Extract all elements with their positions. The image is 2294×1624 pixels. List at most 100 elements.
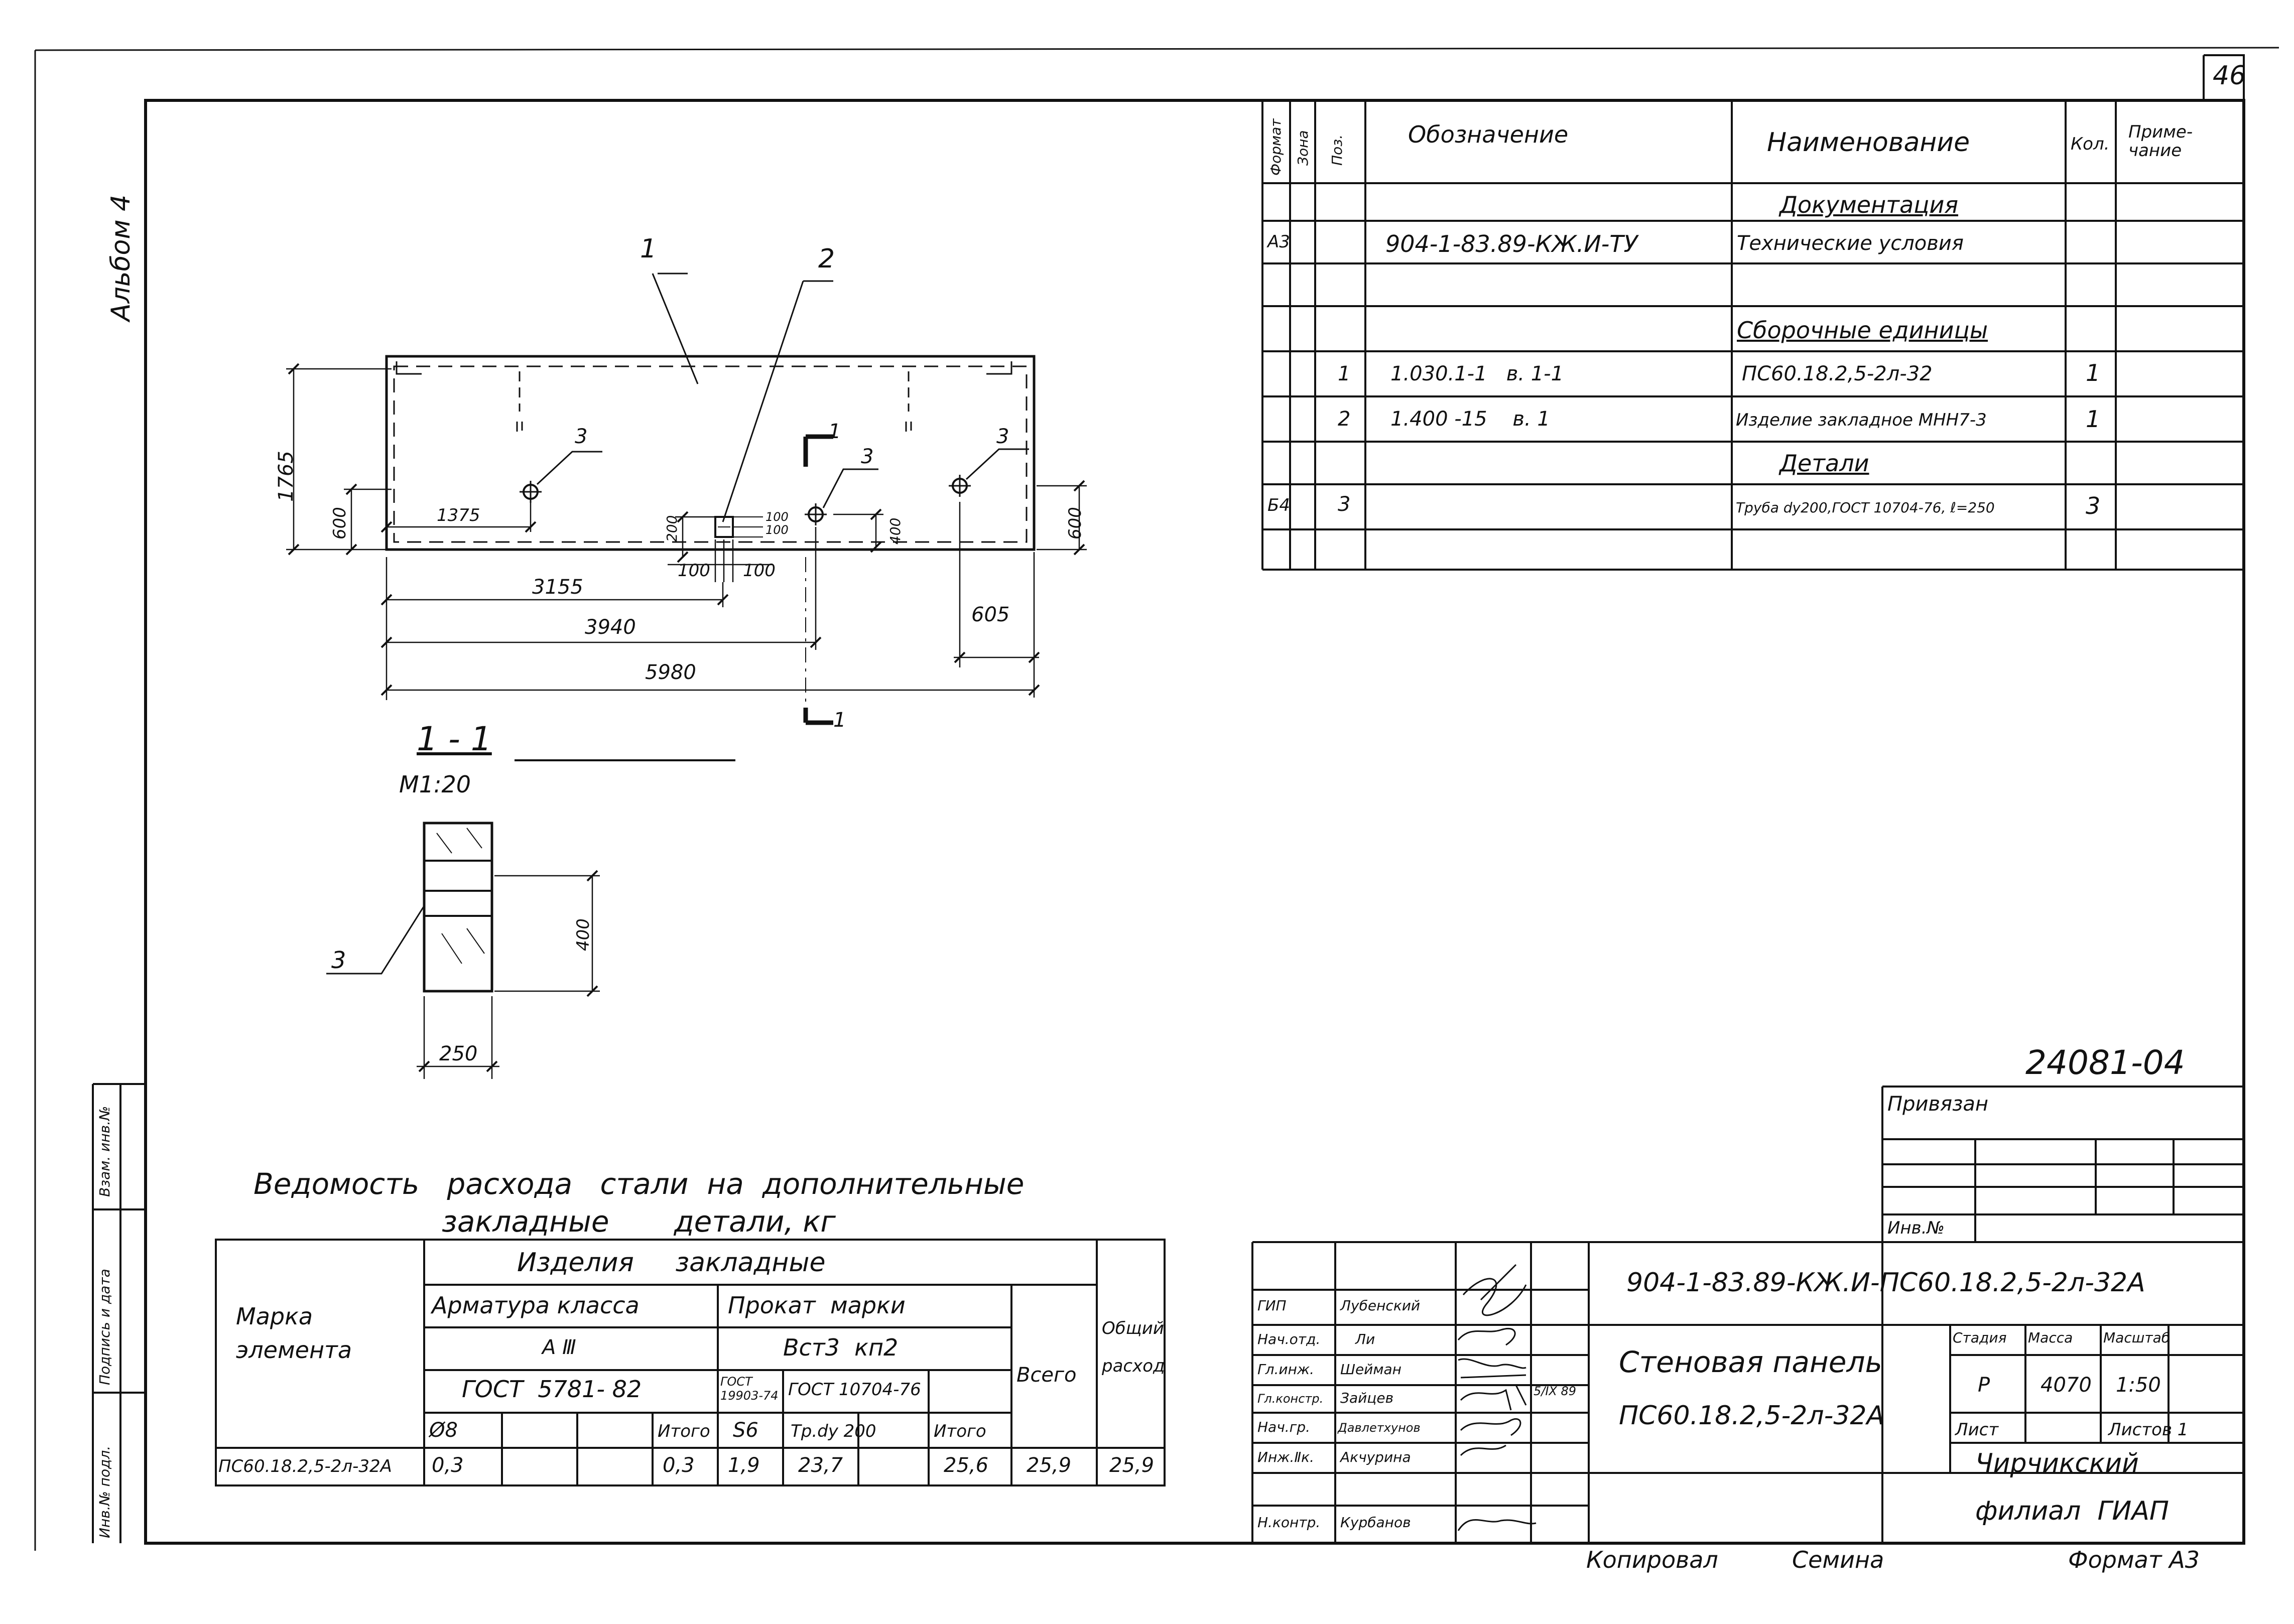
tb-sheets: Листов 1 (2108, 1420, 2189, 1440)
spec-row-5-qty: 1 (2086, 405, 2101, 433)
steel-header-d8: Ø8 (429, 1419, 458, 1442)
tb-stage: Р (1978, 1374, 1990, 1397)
tb-name-1: Ли (1355, 1331, 1375, 1347)
sheet-number: 46 (2213, 61, 2246, 91)
tb-role-5: Инж.Ⅱк. (1257, 1449, 1314, 1465)
spec-row-1-name: Технические условия (1737, 232, 1964, 255)
dim-3155: 3155 (532, 576, 583, 599)
spec-row-7-qty: 3 (2086, 492, 2101, 519)
spec-header-zone: Зона (1295, 130, 1311, 166)
steel-header-rebar: Арматура класса (432, 1292, 640, 1319)
spec-row-4-designation: 1.030.1-1 в. 1-1 (1390, 362, 1564, 385)
tb-sheet: Лист (1955, 1420, 1999, 1440)
archive-number: 24081-04 (2025, 1043, 2185, 1082)
section-title: 1 - 1 (417, 720, 492, 758)
spec-row-5-name: Изделие закладное МНН7-3 (1736, 410, 1987, 430)
steel-header-itogo1: Итого (658, 1421, 710, 1441)
spec-header-format: Формат (1267, 118, 1284, 176)
section-dim-400: 400 (573, 918, 593, 951)
tb-copied-label: Копировал (1586, 1546, 1718, 1573)
tb-role-0: ГИП (1257, 1297, 1287, 1314)
tb-role-2: Гл.инж. (1257, 1361, 1315, 1378)
tb-name-4: Давлетхунов (1338, 1421, 1421, 1435)
spec-row-6-name: Детали (1779, 450, 1869, 477)
steel-row-d8: 0,3 (432, 1454, 464, 1477)
steel-header-general: Общий расход (1102, 1318, 1165, 1376)
dim-1375: 1375 (437, 505, 480, 525)
dim-1765: 1765 (275, 451, 298, 502)
steel-title-line1: Ведомость расхода стали на дополнительны… (253, 1167, 1025, 1201)
section-dim-250: 250 (439, 1042, 478, 1065)
tb-h-scale: Масштаб (2103, 1329, 2171, 1346)
steel-header-gost-pipe: ГОСТ 10704-76 (788, 1380, 921, 1400)
dim-600-right: 600 (1065, 507, 1085, 539)
steel-header-rolled-grade: Вст3 кп2 (783, 1334, 899, 1361)
plan-callout-3b: 3 (861, 445, 874, 468)
spec-row-3-name: Сборочные единицы (1737, 317, 1988, 344)
spec-row-7-pos: 3 (1338, 493, 1351, 516)
dim-100-d: 100 (743, 561, 776, 581)
dim-100-b: 100 (766, 523, 789, 537)
margin-vzam: Взам. инв.№ (96, 1106, 113, 1197)
dim-5980: 5980 (645, 661, 696, 684)
tb-org-line1: Чирчикский (1975, 1448, 2139, 1478)
spec-row-4-qty: 1 (2086, 359, 2101, 386)
steel-header-total: Всего (1016, 1364, 1077, 1387)
dim-400-plan: 400 (887, 517, 904, 545)
steel-header-itogo2: Итого (934, 1421, 986, 1441)
spec-header-pos: Поз. (1329, 134, 1345, 166)
spec-row-5-designation: 1.400 -15 в. 1 (1390, 408, 1550, 431)
tb-name-line1: Стеновая панель (1619, 1345, 1882, 1379)
margin-inv-podl: Инв.№ подл. (96, 1445, 113, 1538)
tb-h-stage: Стадия (1953, 1329, 2007, 1346)
dim-100-a: 100 (766, 510, 789, 524)
tb-role-4: Нач.гр. (1257, 1419, 1311, 1435)
section-callout-3: 3 (331, 946, 346, 974)
tb-name-7: Курбанов (1340, 1514, 1411, 1531)
tb-name-3: Зайцев (1340, 1390, 1394, 1406)
spec-header-designation: Обозначение (1408, 121, 1569, 148)
spec-row-1-designation: 904-1-83.89-КЖ.И-ТУ (1385, 230, 1638, 257)
dim-100-c: 100 (678, 561, 710, 581)
steel-header-rolled: Прокат марки (728, 1292, 906, 1319)
plan-callout-2: 2 (818, 244, 835, 274)
tb-name-0: Лубенский (1340, 1297, 1421, 1314)
tb-name-5: Акчурина (1340, 1449, 1411, 1465)
tb-code: 904-1-83.89-КЖ.И-ПС60.18.2,5-2л-32А (1626, 1268, 2145, 1298)
steel-row-s6: 1,9 (728, 1454, 760, 1477)
margin-podp-data: Подпись и дата (96, 1269, 113, 1385)
steel-row-itogo1: 0,3 (663, 1454, 695, 1477)
spec-header-note: Приме- чание (2128, 122, 2193, 161)
spec-row-7-format: Б4 (1267, 495, 1290, 515)
steel-row-mark: ПС60.18.2,5-2л-32А (218, 1456, 392, 1476)
steel-header-gost-rebar: ГОСТ 5781- 82 (462, 1376, 642, 1403)
tb-name-2: Шейман (1340, 1361, 1401, 1378)
section-scale: М1:20 (399, 771, 471, 798)
plan-callout-3c: 3 (996, 425, 1009, 448)
album-label: Альбом 4 (106, 194, 136, 321)
tb-role-1: Нач.отд. (1257, 1331, 1321, 1347)
tb-dates: 5/IX 89 (1534, 1384, 1577, 1398)
plan-callout-3a: 3 (575, 425, 588, 448)
steel-header-products: Изделия закладные (517, 1248, 826, 1278)
steel-header-mark: Марка элемента (236, 1303, 352, 1364)
spec-row-4-pos: 1 (1338, 362, 1351, 385)
tb-inv-no: Инв.№ (1887, 1218, 1945, 1238)
tb-name-line2: ПС60.18.2,5-2л-32А (1619, 1401, 1885, 1431)
steel-header-s6: S6 (733, 1419, 758, 1442)
spec-row-0-name: Документация (1779, 191, 1959, 218)
tb-role-3: Гл.констр. (1257, 1392, 1324, 1406)
tb-format: Формат А3 (2068, 1546, 2200, 1573)
plan-callout-1: 1 (640, 234, 657, 264)
spec-row-5-pos: 2 (1338, 408, 1351, 431)
spec-row-7-name: Труба dу200,ГОСТ 10704-76, ℓ=250 (1736, 499, 1995, 516)
steel-header-pipe: Тр.dу 200 (791, 1421, 876, 1441)
dim-200: 200 (664, 515, 680, 542)
steel-row-pipe: 23,7 (798, 1454, 843, 1477)
dim-600-left: 600 (330, 507, 350, 539)
tb-org-line2: филиал ГИАП (1975, 1496, 2169, 1526)
tb-privyazan: Привязан (1887, 1093, 1989, 1116)
tb-scale: 1:50 (2116, 1374, 2161, 1397)
steel-header-gost-sheet: ГОСТ 19903-74 (720, 1375, 779, 1403)
